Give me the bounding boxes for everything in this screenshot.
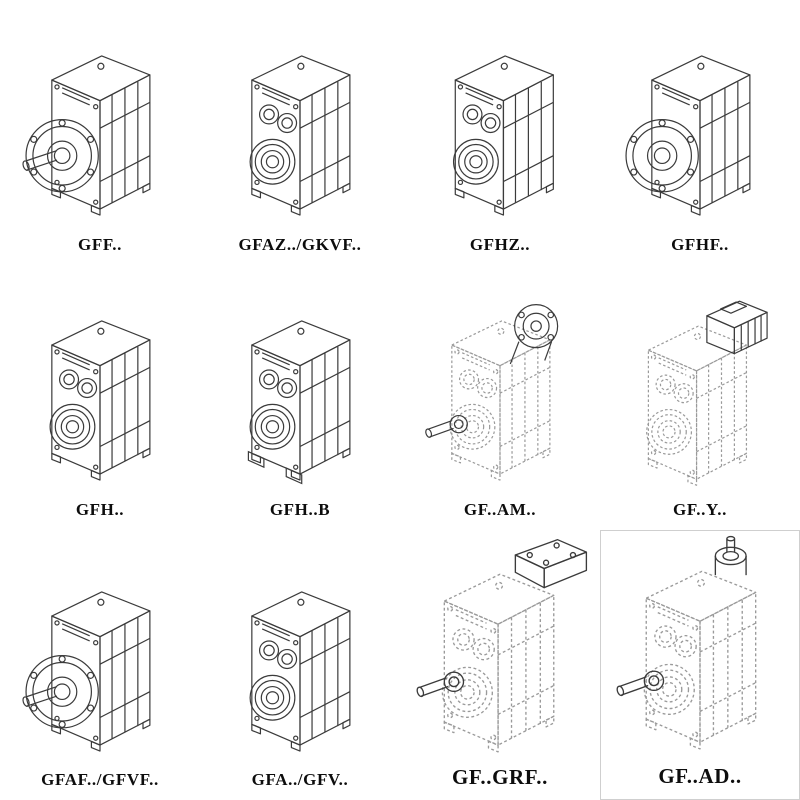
product-cell: GF..AD..: [600, 529, 800, 800]
product-label: GFAZ../GKVF..: [238, 234, 362, 254]
gearbox-hollow-shaft-drawing: [249, 590, 351, 752]
product-label: GF..AD..: [658, 764, 742, 788]
product-label: GFHF..: [671, 234, 729, 254]
product-label: GFHZ..: [469, 234, 531, 254]
product-cell: GFH..B: [200, 265, 400, 530]
gearbox-hollow-shaft-drawing: [249, 55, 351, 217]
product-label: GFAF../GFVF..: [41, 770, 159, 789]
product-cell: GF..AM..: [400, 265, 600, 530]
gearbox-foot-mounted-drawing: [247, 320, 351, 485]
product-cell: GFF..: [0, 0, 200, 265]
product-cell: GFA../GFV..: [200, 530, 400, 800]
product-cell: GFAZ../GKVF..: [200, 0, 400, 265]
product-label: GFH..B: [269, 499, 331, 519]
product-cell: GFHZ..: [400, 0, 600, 265]
gearbox-input-flange-block-drawing: [415, 538, 588, 753]
product-cell: GFH..: [0, 265, 200, 530]
product-label: GFF..: [78, 234, 122, 254]
product-cell: GFAF../GFVF..: [0, 530, 200, 800]
product-label: GF..GRF..: [451, 765, 549, 789]
gearbox-flange-shaft-drawing: [21, 590, 151, 752]
gearbox-motor-flange-adapter-drawing: [424, 304, 559, 481]
product-label: GF..Y..: [673, 499, 727, 519]
product-label: GFH..: [75, 499, 125, 519]
product-label: GF..AM..: [463, 499, 537, 519]
gearbox-hollow-shaft-drawing: [452, 55, 554, 217]
gearbox-flange-shaft-drawing: [21, 55, 151, 217]
gearbox-hollow-shaft-drawing: [49, 320, 151, 481]
product-cell: GFHF..: [600, 0, 800, 265]
gearbox-with-motor-drawing: [646, 300, 768, 487]
product-cell: GF..Y..: [600, 265, 800, 530]
gearbox-flange-hollow-drawing: [625, 55, 751, 217]
product-label: GFA../GFV..: [251, 770, 349, 789]
product-cell: GF..GRF..: [400, 530, 600, 800]
gearbox-input-shaft-adapter-drawing: [615, 535, 757, 750]
